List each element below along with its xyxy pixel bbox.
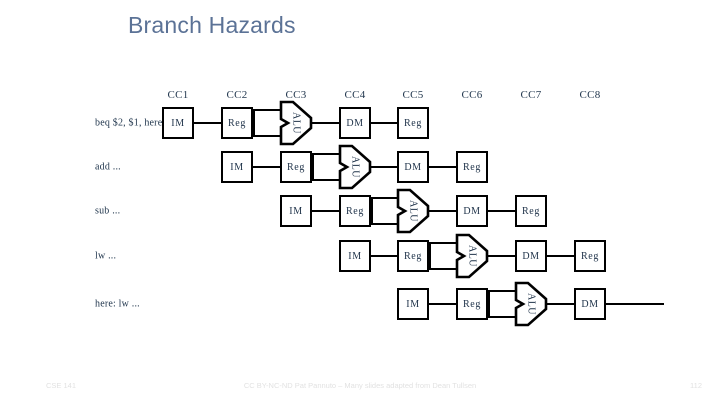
footer-credit-label: CC BY-NC-ND Pat Pannuto – Many slides ad…: [243, 381, 477, 390]
connector-wire: [371, 197, 399, 199]
stage-box-dm: DM: [339, 107, 371, 139]
connector-wire: [312, 154, 314, 180]
stage-box-im: IM: [339, 240, 371, 272]
instruction-label-2: add ...: [95, 161, 121, 173]
column-header-cc8: CC8: [579, 89, 601, 101]
stage-box-reg: Reg: [574, 240, 606, 272]
instruction-label-1: beq $2, $1, here: [95, 117, 163, 129]
connector-wire: [312, 179, 341, 181]
connector-wire: [371, 223, 399, 225]
connector-wire: [547, 255, 574, 257]
connector-wire: [253, 110, 255, 136]
connector-wire: [429, 242, 458, 244]
stage-box-dm: DM: [456, 195, 488, 227]
alu-block: ALU: [338, 144, 372, 190]
column-header-cc4: CC4: [344, 89, 366, 101]
connector-wire: [312, 210, 339, 212]
connector-wire: [606, 303, 664, 305]
column-header-cc5: CC5: [402, 89, 424, 101]
connector-wire: [488, 290, 517, 292]
stage-box-reg: Reg: [397, 240, 429, 272]
connector-wire: [194, 122, 221, 124]
connector-wire: [428, 210, 456, 212]
footer-course-label: CSE 141: [46, 381, 77, 390]
footer-page-number: 112: [690, 381, 702, 390]
connector-wire: [370, 166, 397, 168]
pipeline-diagram: CC1 CC2 CC3 CC4 CC5 CC6 CC7 CC8 beq $2, $1, here…: [95, 89, 664, 327]
stage-box-dm: DM: [515, 240, 547, 272]
instruction-label-5: here: lw ...: [95, 298, 140, 310]
stage-box-im: IM: [280, 195, 312, 227]
column-header-cc2: CC2: [226, 89, 248, 101]
connector-wire: [429, 303, 456, 305]
alu-block: ALU: [279, 100, 313, 146]
connector-wire: [311, 122, 339, 124]
stage-box-dm: DM: [574, 288, 606, 320]
stage-box-dm: DM: [397, 151, 429, 183]
alu-block: ALU: [514, 281, 548, 327]
connector-wire: [488, 291, 490, 317]
stage-box-im: IM: [397, 288, 429, 320]
slide-footer: CSE 141 CC BY-NC-ND Pat Pannuto – Many s…: [0, 373, 720, 405]
stage-box-reg: Reg: [221, 107, 253, 139]
connector-wire: [371, 255, 397, 257]
stage-box-reg: Reg: [515, 195, 547, 227]
connector-wire: [546, 303, 574, 305]
connector-wire: [371, 198, 373, 224]
instruction-label-3: sub ...: [95, 205, 121, 217]
stage-box-reg: Reg: [456, 288, 488, 320]
connector-wire: [429, 268, 458, 270]
stage-box-reg: Reg: [280, 151, 312, 183]
stage-box-reg: Reg: [397, 107, 429, 139]
connector-wire: [371, 122, 397, 124]
stage-box-reg: Reg: [456, 151, 488, 183]
column-header-cc3: CC3: [285, 89, 307, 101]
column-header-cc7: CC7: [520, 89, 542, 101]
stage-box-im: IM: [221, 151, 253, 183]
connector-wire: [487, 255, 515, 257]
stage-box-im: IM: [162, 107, 194, 139]
connector-wire: [312, 153, 341, 155]
connector-wire: [253, 135, 282, 137]
connector-wire: [253, 166, 280, 168]
instruction-label-4: lw ...: [95, 250, 117, 262]
connector-wire: [253, 109, 282, 111]
stage-box-reg: Reg: [339, 195, 371, 227]
connector-wire: [429, 166, 456, 168]
connector-wire: [488, 210, 515, 212]
page-title: Branch Hazards: [128, 12, 296, 38]
alu-block: ALU: [396, 188, 430, 234]
column-header-cc1: CC1: [167, 89, 189, 101]
connector-wire: [429, 243, 431, 269]
connector-wire: [488, 316, 517, 318]
column-header-cc6: CC6: [461, 89, 483, 101]
alu-block: ALU: [455, 233, 489, 279]
